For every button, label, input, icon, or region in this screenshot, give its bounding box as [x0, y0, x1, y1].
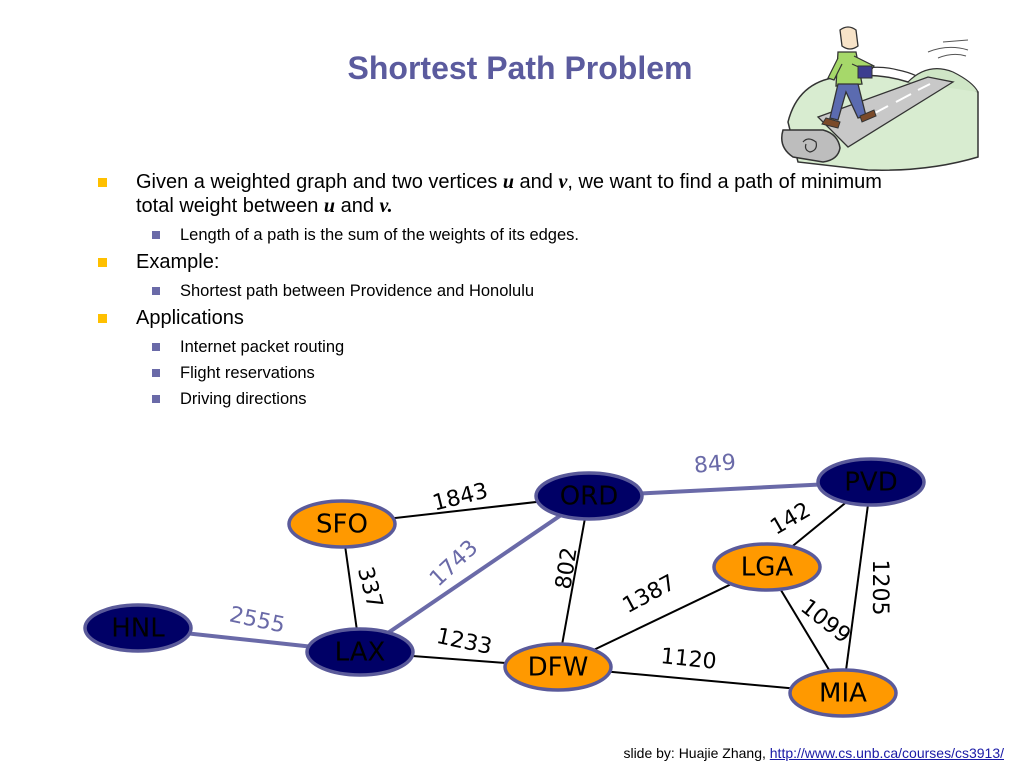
- node-lga: LGA: [712, 542, 822, 592]
- node-label-dfw: DFW: [528, 653, 589, 683]
- slide-footer: slide by: Huajie Zhang, http://www.cs.un…: [623, 744, 1004, 762]
- weight-label-lga-dfw: 1387: [619, 570, 680, 618]
- bullet-marker: [98, 314, 107, 323]
- bullet-marker: [98, 178, 107, 187]
- weight-label-hnl-lax: 2555: [227, 602, 287, 638]
- weight-label-lax-dfw: 1233: [434, 624, 494, 660]
- bullet-applications: Applications: [96, 306, 916, 330]
- weight-label-pvd-mia: 1205: [867, 560, 892, 616]
- edge-lax-ord: [358, 494, 591, 654]
- node-ellipse-hnl: [83, 603, 193, 653]
- node-ellipse-dfw: [503, 642, 613, 692]
- node-ellipse-ord: [534, 471, 644, 521]
- node-pvd: PVD: [816, 457, 926, 507]
- node-hnl: HNL: [83, 603, 193, 653]
- weight-label-sfo-lax: 337: [352, 564, 387, 611]
- node-label-lax: LAX: [335, 638, 386, 668]
- edge-pvd-mia: [842, 481, 872, 694]
- sub-bullet-text: Length of a path is the sum of the weigh…: [180, 226, 579, 244]
- weight-label-ord-dfw: 802: [551, 546, 582, 591]
- node-label-ord: ORD: [560, 482, 619, 512]
- definition-text: Given a weighted graph and two vertices …: [136, 171, 882, 217]
- sub-bullet-marker: [152, 343, 160, 351]
- node-ellipse-mia: [788, 668, 898, 718]
- sub-bullet-packet-routing: Internet packet routing: [96, 336, 916, 358]
- bullet-marker: [98, 258, 107, 267]
- node-mia: MIA: [788, 668, 898, 718]
- sub-bullet-text: Driving directions: [180, 390, 307, 408]
- node-ord: ORD: [534, 471, 644, 521]
- sub-bullet-flight-reservations: Flight reservations: [96, 362, 916, 384]
- walking-man-illustration: [781, 26, 979, 171]
- sub-bullet-marker: [152, 369, 160, 377]
- node-ellipse-lax: [305, 627, 415, 677]
- node-layer: HNL LAX SFO ORD PVD LGA DFW MIA: [83, 457, 926, 718]
- node-dfw: DFW: [503, 642, 613, 692]
- sub-bullet-text: Shortest path between Providence and Hon…: [180, 282, 535, 300]
- sub-bullet-driving-directions: Driving directions: [96, 388, 916, 410]
- node-sfo: SFO: [287, 499, 397, 549]
- node-label-sfo: SFO: [316, 510, 368, 540]
- weight-label-lga-mia: 1099: [796, 595, 856, 649]
- node-lax: LAX: [305, 627, 415, 677]
- weight-label-lax-ord: 1743: [425, 535, 483, 591]
- sub-bullet-text: Flight reservations: [180, 364, 315, 382]
- bullet-example: Example:: [96, 250, 916, 274]
- node-label-pvd: PVD: [844, 468, 898, 498]
- bullet-definition: Given a weighted graph and two vertices …: [96, 170, 916, 218]
- sub-bullet-marker: [152, 395, 160, 403]
- node-label-lga: LGA: [741, 553, 794, 583]
- weight-label-ord-pvd: 849: [693, 450, 737, 479]
- edge-ord-dfw: [557, 495, 590, 668]
- slide-title: Shortest Path Problem: [347, 50, 693, 86]
- footer-credit: slide by: Huajie Zhang,: [623, 745, 770, 761]
- node-label-hnl: HNL: [111, 614, 165, 644]
- sub-bullet-marker: [152, 287, 160, 295]
- node-label-mia: MIA: [819, 679, 867, 709]
- bullet-text: Applications: [136, 307, 244, 329]
- sub-bullet-text: Internet packet routing: [180, 338, 345, 356]
- course-link[interactable]: http://www.cs.unb.ca/courses/cs3913/: [769, 745, 1004, 761]
- sub-bullet-example: Shortest path between Providence and Hon…: [96, 280, 916, 302]
- node-ellipse-pvd: [816, 457, 926, 507]
- weight-label-dfw-mia: 1120: [659, 644, 717, 675]
- bullet-text: Example:: [136, 251, 220, 273]
- sub-bullet-marker: [152, 231, 160, 239]
- node-ellipse-lga: [712, 542, 822, 592]
- sub-bullet-path-length: Length of a path is the sum of the weigh…: [96, 224, 916, 246]
- node-ellipse-sfo: [287, 499, 397, 549]
- bullet-list: Given a weighted graph and two vertices …: [96, 170, 916, 414]
